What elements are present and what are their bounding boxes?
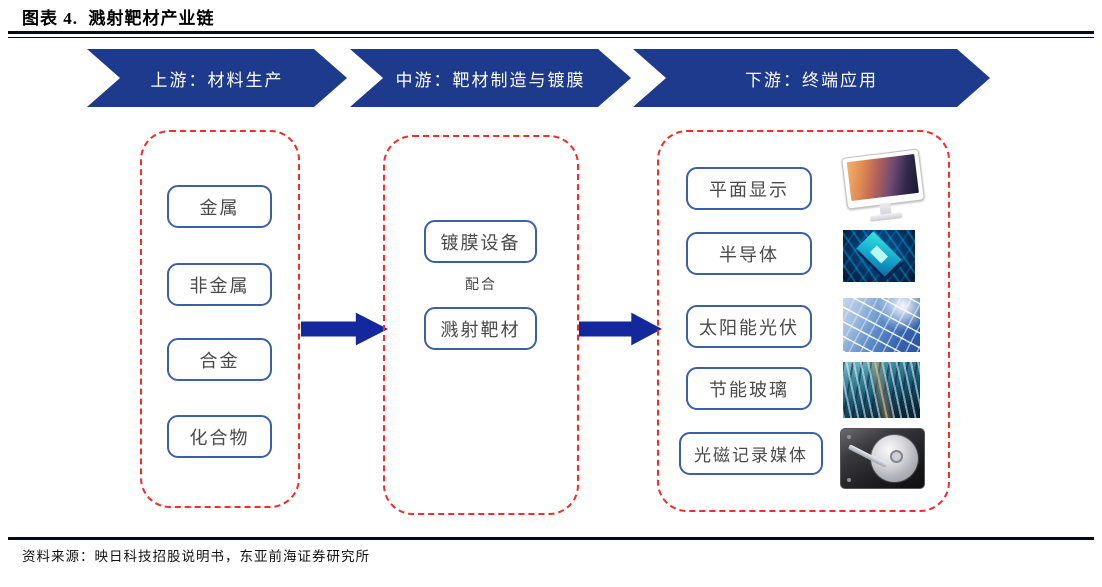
- glass-building-image: [843, 362, 920, 418]
- upstream-item-nonmetal: 非金属: [167, 263, 272, 306]
- banner-downstream-label: 下游：终端应用: [745, 70, 878, 90]
- solar-panel-image: [843, 298, 920, 352]
- monitor-base: [869, 212, 903, 222]
- downstream-item-optical-magnetic-media: 光磁记录媒体: [679, 432, 823, 475]
- monitor-image: [841, 148, 925, 223]
- banner-midstream: 中游：靶材制造与镀膜: [350, 49, 631, 107]
- upstream-item-alloy: 合金: [167, 338, 272, 381]
- upstream-item-metal: 金属: [167, 185, 272, 228]
- footer-rule: [8, 537, 1094, 540]
- chip-image: [843, 230, 915, 282]
- downstream-group-box: [657, 130, 950, 512]
- flow-arrow-upstream-to-midstream: [301, 312, 388, 346]
- figure-source: 资料来源：映日科技招股说明书，东亚前海证券研究所: [22, 549, 370, 564]
- downstream-item-solar-pv: 太阳能光伏: [686, 305, 812, 348]
- midstream-group-box: [383, 135, 579, 515]
- hard-disk-image: [840, 428, 925, 489]
- figure-title: 图表 4. 溅射靶材产业链: [22, 9, 215, 28]
- header-rule-thick: [8, 31, 1094, 34]
- banner-upstream-label: 上游：材料生产: [150, 70, 284, 90]
- downstream-item-semiconductor: 半导体: [686, 232, 812, 275]
- downstream-item-flat-panel-display: 平面显示: [686, 167, 812, 210]
- banner-downstream: 下游：终端应用: [633, 49, 990, 107]
- banner-midstream-label: 中游：靶材制造与镀膜: [395, 70, 586, 90]
- banner-upstream: 上游：材料生产: [87, 49, 347, 107]
- header-rule-thin: [8, 37, 1094, 38]
- upstream-item-compound: 化合物: [167, 415, 272, 458]
- hard-disk-hub: [890, 450, 903, 463]
- downstream-item-energy-saving-glass: 节能玻璃: [686, 367, 812, 410]
- monitor-frame: [841, 148, 925, 210]
- monitor-screen: [846, 154, 919, 202]
- flow-arrow-midstream-to-downstream: [579, 312, 662, 346]
- hard-disk-screw: [847, 435, 851, 439]
- midstream-coating-equipment-box: 镀膜设备: [424, 220, 537, 263]
- hard-disk-screw: [847, 478, 851, 482]
- midstream-sputtering-target-box: 溅射靶材: [424, 307, 537, 350]
- upstream-group-box: [140, 130, 300, 508]
- midstream-connector-label: 配合: [465, 276, 497, 292]
